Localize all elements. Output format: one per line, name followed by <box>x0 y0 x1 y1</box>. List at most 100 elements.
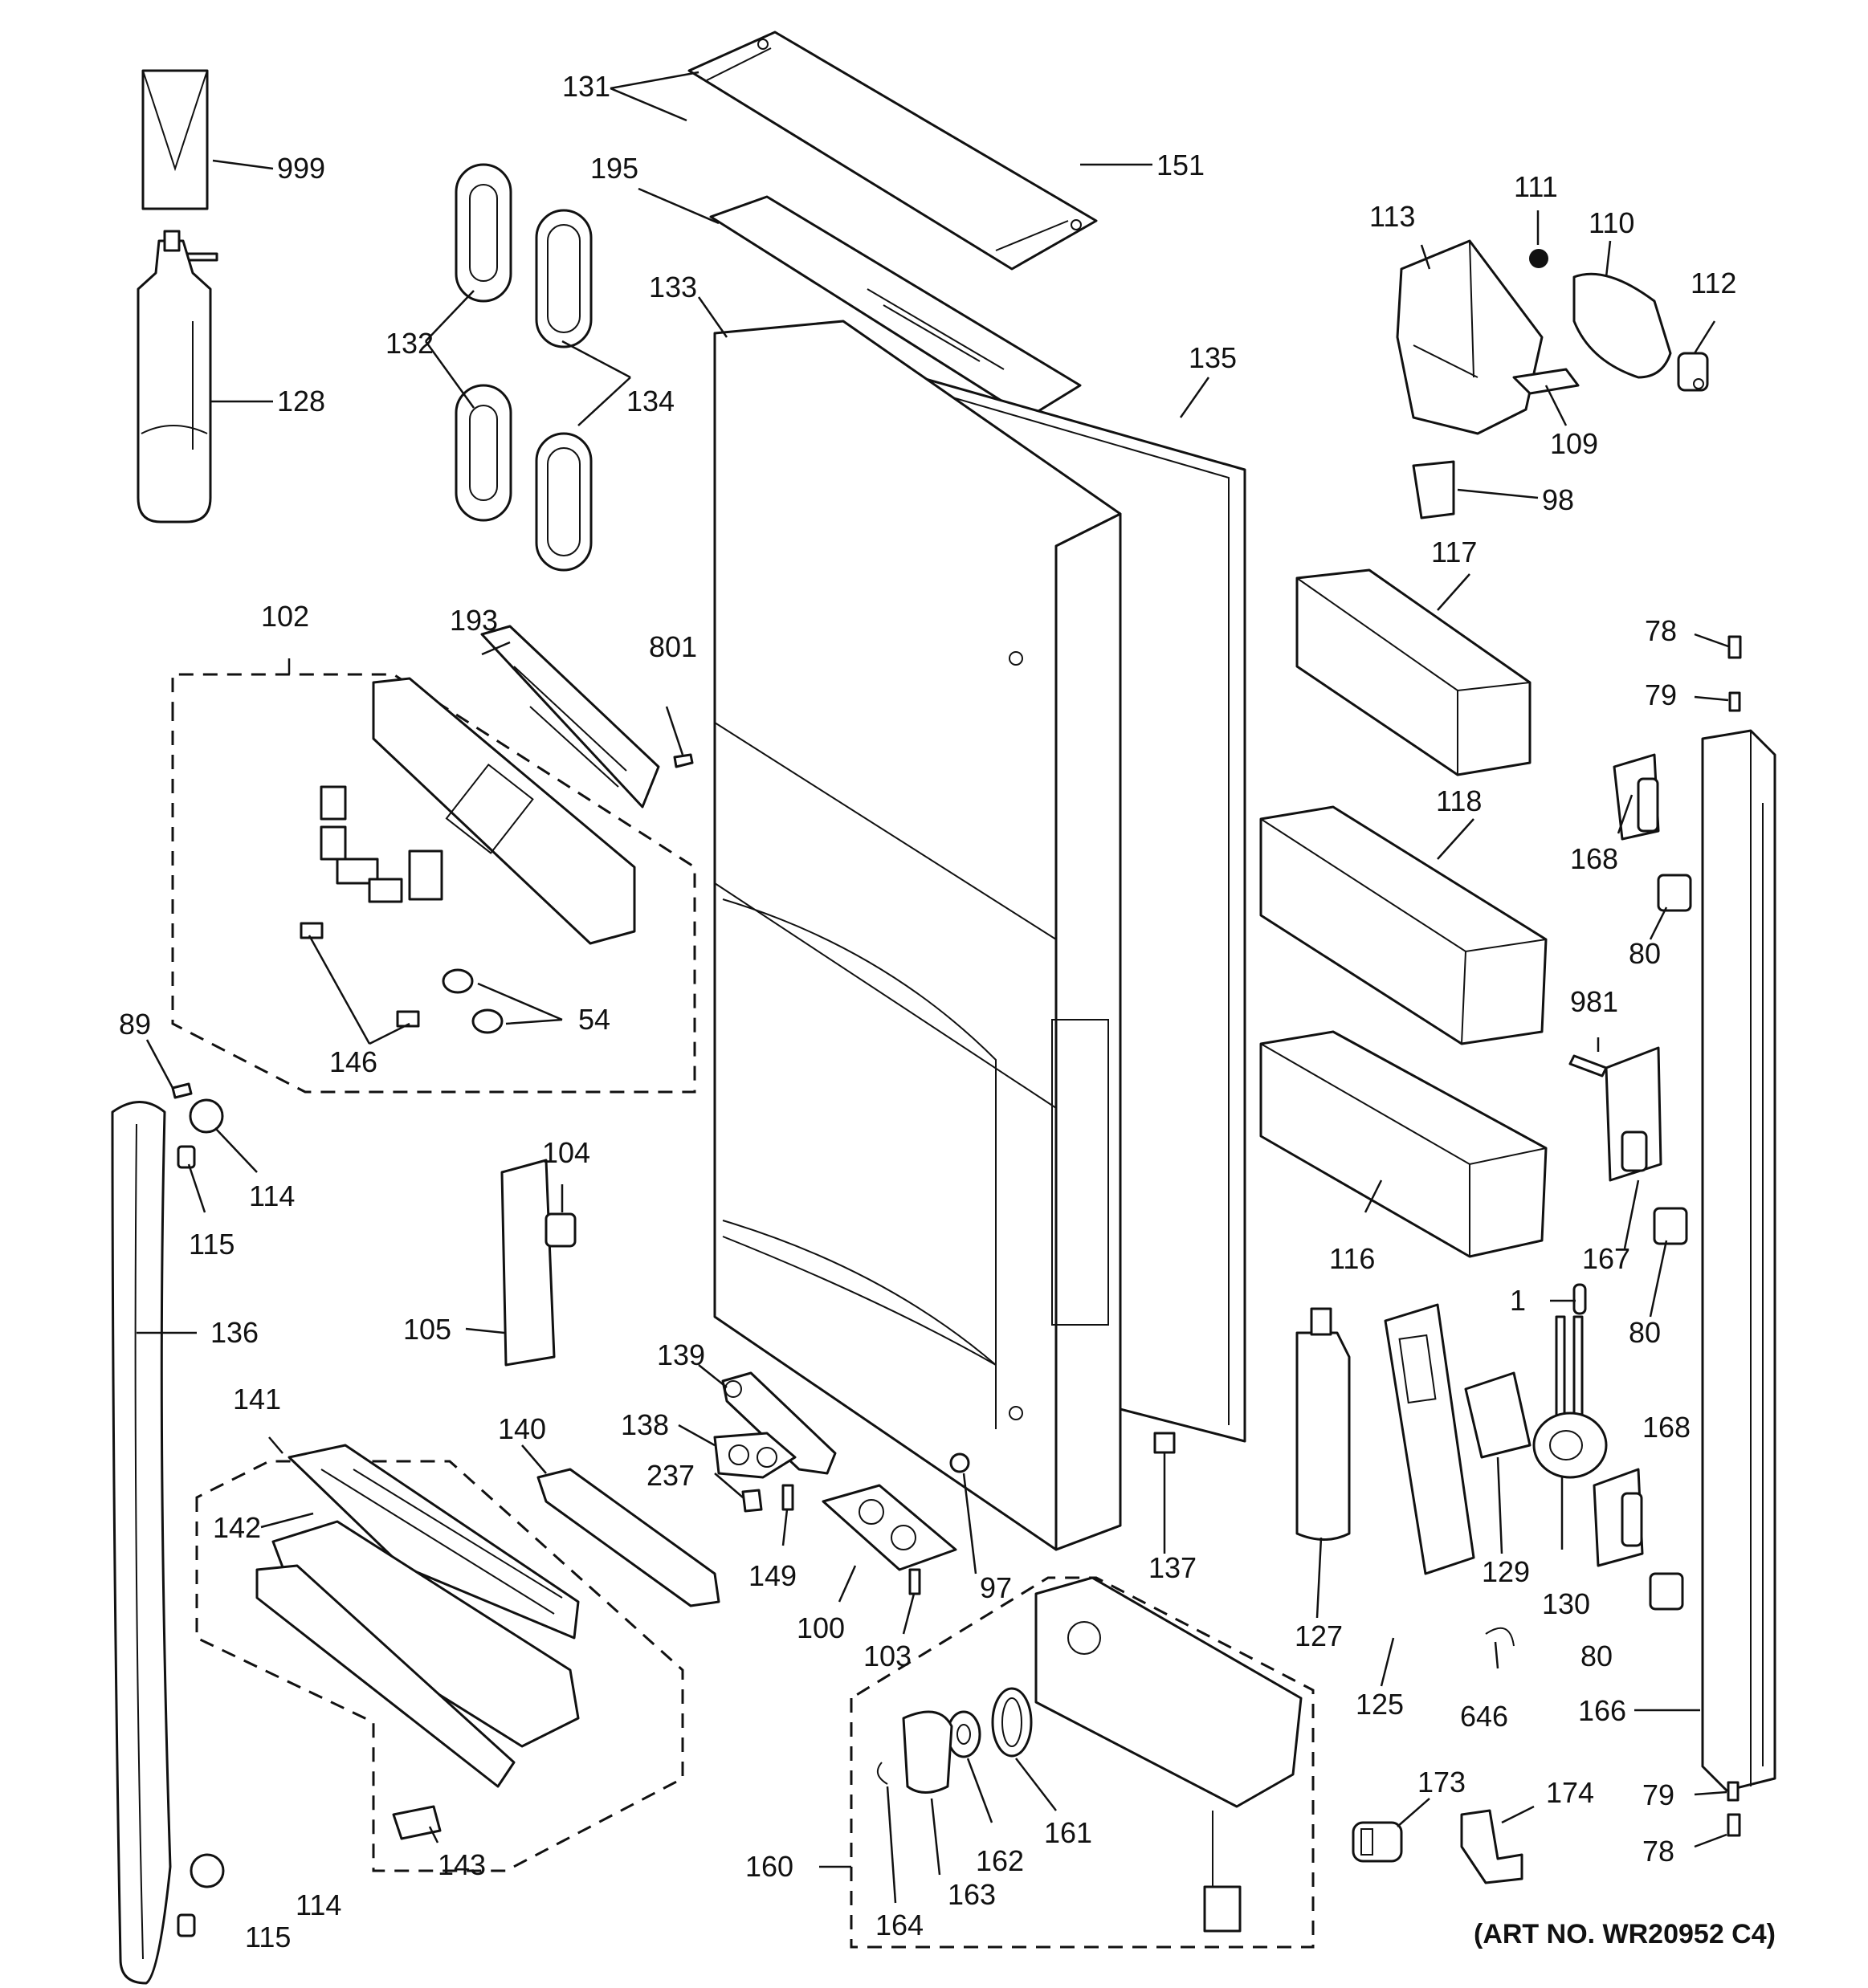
label-128: 128 <box>277 385 325 418</box>
part-193-interface-board <box>480 625 660 809</box>
label-78-bottom: 78 <box>1642 1835 1674 1868</box>
part-80-bushing-1 <box>1657 874 1692 912</box>
part-110-motor-cover <box>1572 272 1672 379</box>
label-114-bottom: 114 <box>296 1888 341 1921</box>
label-104: 104 <box>542 1136 590 1169</box>
part-137-clip <box>1153 1432 1176 1454</box>
part-112-solenoid <box>1677 352 1709 392</box>
label-98: 98 <box>1542 483 1574 516</box>
label-140: 140 <box>498 1412 546 1445</box>
label-113: 113 <box>1369 200 1415 233</box>
part-164-e-ring <box>876 1762 888 1785</box>
label-118: 118 <box>1436 784 1482 817</box>
label-117: 117 <box>1431 536 1477 568</box>
part-128-filter-cartridge <box>137 230 218 523</box>
part-125-filter-cover <box>1384 1303 1475 1575</box>
label-164: 164 <box>875 1909 924 1941</box>
label-131: 131 <box>562 70 610 103</box>
label-142: 142 <box>213 1511 261 1544</box>
label-167: 167 <box>1582 1242 1630 1275</box>
part-130-valve <box>1532 1315 1608 1479</box>
label-79-top: 79 <box>1645 678 1677 711</box>
group-102-boundary <box>171 673 696 1094</box>
label-646: 646 <box>1460 1700 1508 1733</box>
part-146-switch-lower <box>396 1010 420 1028</box>
label-129: 129 <box>1482 1555 1530 1588</box>
label-149: 149 <box>748 1559 797 1592</box>
label-114-top: 114 <box>249 1179 295 1212</box>
part-100-plate <box>822 1484 957 1571</box>
label-801: 801 <box>649 630 697 663</box>
label-166: 166 <box>1578 1694 1626 1727</box>
label-135: 135 <box>1189 341 1237 374</box>
part-118-door-bin <box>1259 805 1548 1045</box>
label-132: 132 <box>385 327 434 360</box>
label-102: 102 <box>261 600 309 633</box>
label-168-bottom: 168 <box>1642 1411 1691 1444</box>
label-1: 1 <box>1510 1284 1526 1317</box>
part-981-screw <box>1568 1054 1608 1078</box>
part-dispenser-housing <box>255 1520 580 1788</box>
part-149-screw <box>781 1484 794 1511</box>
part-143-clip <box>392 1805 442 1840</box>
part-109-flap <box>1512 368 1580 395</box>
part-138-bracket <box>713 1432 797 1479</box>
label-174: 174 <box>1546 1776 1594 1809</box>
label-195: 195 <box>590 152 638 185</box>
label-80-1: 80 <box>1629 937 1661 970</box>
part-79-pin-bottom <box>1727 1781 1740 1802</box>
part-161-spring <box>991 1687 1033 1758</box>
leader-lines <box>137 71 1729 1904</box>
part-801-screw <box>673 753 694 768</box>
label-80-3: 80 <box>1580 1640 1613 1672</box>
part-134-gasket-bottom <box>535 432 593 572</box>
label-133: 133 <box>649 271 697 303</box>
label-151: 151 <box>1156 149 1205 181</box>
part-78-spring-bottom <box>1727 1813 1741 1837</box>
label-78-top: 78 <box>1645 614 1677 647</box>
part-89-screw <box>171 1082 193 1099</box>
label-141: 141 <box>233 1383 281 1416</box>
part-103-screw <box>908 1568 921 1595</box>
label-139: 139 <box>657 1338 705 1371</box>
label-115-bottom: 115 <box>245 1921 291 1953</box>
part-146-switch-upper <box>300 922 324 939</box>
label-105: 105 <box>403 1313 451 1346</box>
part-162-washer <box>946 1710 981 1758</box>
part-195-control-board <box>709 195 1082 419</box>
label-137: 137 <box>1148 1551 1197 1584</box>
part-motor-housing <box>1034 1576 1303 1933</box>
part-163-cam <box>902 1710 953 1794</box>
part-54-bumper-upper <box>442 968 474 994</box>
part-136-handle <box>111 1101 172 1985</box>
part-80-bushing-2 <box>1653 1207 1688 1245</box>
label-127: 127 <box>1295 1619 1343 1652</box>
part-127-filter <box>1295 1307 1351 1541</box>
part-132-handle-bottom <box>455 384 512 522</box>
label-111: 111 <box>1514 170 1558 203</box>
part-173-fitting <box>1352 1821 1403 1863</box>
part-131-top-cover <box>687 31 1098 271</box>
label-103: 103 <box>863 1640 912 1672</box>
part-panel-display <box>372 677 636 945</box>
label-143: 143 <box>438 1848 486 1881</box>
part-134-gasket-top <box>535 209 593 348</box>
part-54-bumper-lower <box>471 1008 504 1034</box>
label-134: 134 <box>626 385 675 418</box>
label-125: 125 <box>1356 1688 1404 1721</box>
label-115-top: 115 <box>189 1228 235 1261</box>
part-166-door-trim <box>1701 729 1776 1792</box>
part-133-door-body <box>713 320 1122 1551</box>
part-78-spring-top <box>1727 635 1742 659</box>
part-111-ball <box>1529 249 1548 268</box>
part-168-hinge-top <box>1613 753 1660 841</box>
label-161: 161 <box>1044 1816 1092 1849</box>
label-193: 193 <box>450 604 498 637</box>
part-237-screw <box>741 1489 763 1513</box>
label-173: 173 <box>1417 1766 1466 1799</box>
part-104-spring <box>544 1212 577 1248</box>
label-80-2: 80 <box>1629 1316 1661 1349</box>
part-132-handle-top <box>455 163 512 303</box>
art-number: (ART NO. WR20952 C4) <box>1474 1919 1776 1949</box>
